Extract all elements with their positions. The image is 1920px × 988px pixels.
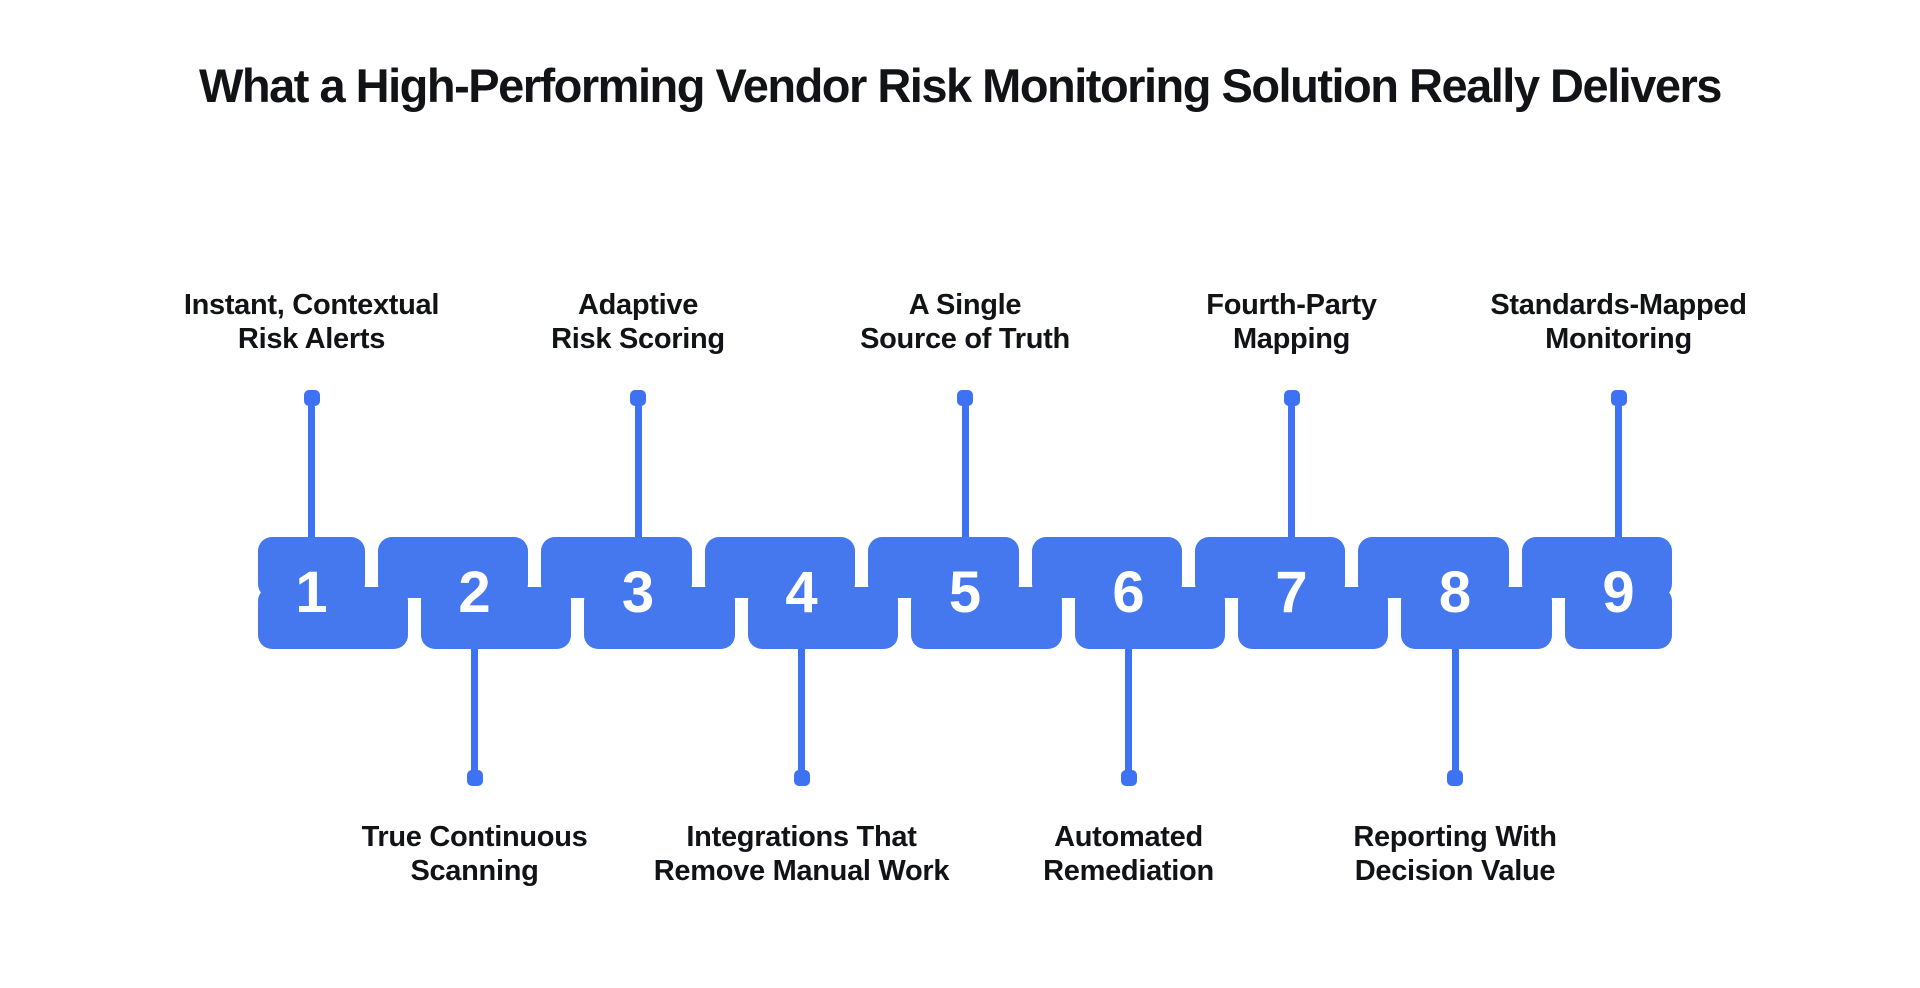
step-number: 7 xyxy=(1275,560,1308,625)
step-number: 4 xyxy=(785,560,818,625)
step-label-line1: Instant, Contextual xyxy=(183,289,440,321)
connector-dot-icon xyxy=(630,390,646,406)
step-number: 8 xyxy=(1438,560,1472,625)
step-label-line1: Standards-Mapped xyxy=(1490,289,1747,321)
step-number: 9 xyxy=(1602,560,1635,625)
step-label-line1: Reporting With xyxy=(1353,821,1557,853)
step-label-line2: Risk Alerts xyxy=(237,323,386,355)
step-block-bottom xyxy=(421,587,571,649)
step-label: True Continuous Scanning xyxy=(295,820,655,888)
connector-line xyxy=(471,645,478,773)
step-label-line2: Remediation xyxy=(1043,855,1214,887)
connector-line xyxy=(961,404,969,544)
step-label-line1: True Continuous xyxy=(361,821,588,853)
step-label: Fourth-Party Mapping xyxy=(1112,288,1472,356)
step-block-bottom xyxy=(1565,587,1672,649)
connector-dot-icon xyxy=(1120,770,1137,786)
step-block-bottom xyxy=(258,587,408,649)
step-number: 6 xyxy=(1112,560,1145,625)
step-label-line1: A Single xyxy=(908,289,1022,321)
step-label: A Single Source of Truth xyxy=(785,288,1145,356)
connector-line xyxy=(634,404,642,544)
step-block-bottom xyxy=(584,587,735,649)
connector-dot-icon xyxy=(957,390,973,406)
connector-dot-icon xyxy=(1447,770,1463,786)
connector-line xyxy=(1125,645,1132,773)
connector-dot-icon xyxy=(793,770,810,786)
step-label: Adaptive Risk Scoring xyxy=(458,288,818,356)
step-number: 5 xyxy=(948,560,982,625)
step-label-line1: Integrations That xyxy=(686,821,917,853)
connector-dot-icon xyxy=(466,770,483,786)
step-block-bottom xyxy=(748,587,898,649)
connector-line xyxy=(308,404,315,544)
step-label-line1: Fourth-Party xyxy=(1206,289,1377,321)
step-label-line2: Monitoring xyxy=(1545,323,1692,355)
step-label-line2: Risk Scoring xyxy=(551,323,725,355)
step-block-bottom xyxy=(1238,587,1388,649)
connector-line xyxy=(798,645,805,773)
connector-dot-icon xyxy=(1283,390,1300,406)
step-label: Automated Remediation xyxy=(949,820,1309,888)
step-label-line1: Adaptive xyxy=(577,289,699,321)
connector-line xyxy=(1615,404,1622,544)
step-number: 1 xyxy=(295,560,328,625)
step-block-bottom xyxy=(1401,587,1552,649)
step-label: Reporting With Decision Value xyxy=(1275,820,1635,888)
step-number: 3 xyxy=(621,560,655,625)
step-label: Instant, Contextual Risk Alerts xyxy=(132,288,492,356)
step-number: 2 xyxy=(458,560,491,625)
step-label-line1: Automated xyxy=(1054,821,1203,853)
connector-dot-icon xyxy=(1610,390,1627,406)
connector-line xyxy=(1451,645,1459,773)
page-title: What a High-Performing Vendor Risk Monit… xyxy=(199,59,1722,112)
step-label-line2: Decision Value xyxy=(1354,855,1556,887)
step-label-line2: Mapping xyxy=(1232,323,1351,355)
step-block-bottom xyxy=(911,587,1062,649)
connector-dot-icon xyxy=(303,390,320,406)
step-block-bottom xyxy=(1075,587,1225,649)
step-label-line2: Source of Truth xyxy=(860,323,1070,355)
connector-line xyxy=(1288,404,1295,544)
step-label-line2: Remove Manual Work xyxy=(653,855,950,887)
step-label: Integrations That Remove Manual Work xyxy=(622,820,982,888)
step-label: Standards-Mapped Monitoring xyxy=(1439,288,1799,356)
step-label-line2: Scanning xyxy=(410,855,539,887)
